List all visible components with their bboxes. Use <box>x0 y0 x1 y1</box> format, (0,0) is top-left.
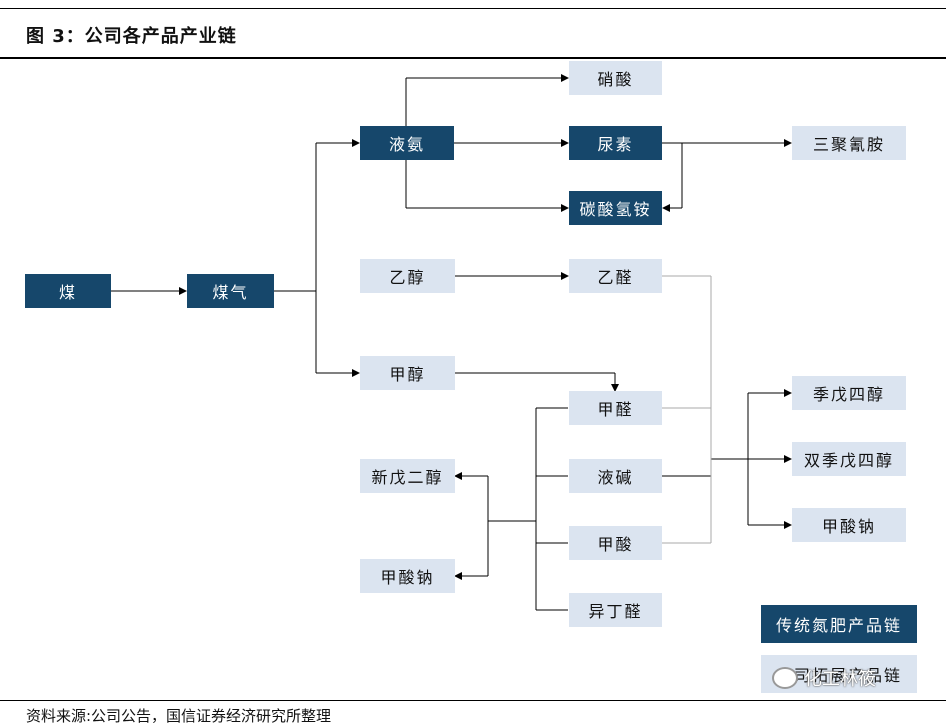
node-urea: 尿素 <box>569 126 662 160</box>
watermark-text: 化工林筱 <box>804 669 876 690</box>
node-nitric-acid: 硝酸 <box>569 61 662 95</box>
node-isobutyraldehyde: 异丁醛 <box>569 593 662 627</box>
node-pentaerythritol: 季戊四醇 <box>792 376 906 410</box>
node-coal: 煤 <box>25 274 111 308</box>
node-liquid-ammonia: 液氨 <box>360 126 454 160</box>
watermark: 化工林筱 <box>772 665 876 691</box>
wechat-icon <box>772 667 798 689</box>
node-caustic-soda: 液碱 <box>569 459 662 493</box>
header-rule <box>0 57 946 59</box>
node-neopentyl-glycol: 新戊二醇 <box>360 459 455 493</box>
node-formic-acid: 甲酸 <box>569 526 662 560</box>
bottom-rule <box>0 700 946 701</box>
node-methanol: 甲醇 <box>360 356 455 390</box>
node-acetaldehyde: 乙醛 <box>569 259 662 293</box>
node-sodium-formate-left: 甲酸钠 <box>360 559 455 593</box>
top-rule <box>0 8 946 9</box>
node-ammonium-bicarbonate: 碳酸氢铵 <box>569 191 662 225</box>
source-note: 资料来源:公司公告，国信证券经济研究所整理 <box>26 707 332 725</box>
node-melamine: 三聚氰胺 <box>792 126 906 160</box>
figure-title: 图 3：公司各产品产业链 <box>26 26 237 47</box>
node-dipentaerythritol: 双季戊四醇 <box>792 442 906 476</box>
node-ethanol: 乙醇 <box>360 259 455 293</box>
node-coal-gas: 煤气 <box>187 274 274 308</box>
legend-traditional-chain: 传统氮肥产品链 <box>761 605 917 643</box>
node-formaldehyde: 甲醛 <box>569 391 662 425</box>
node-sodium-formate-right: 甲酸钠 <box>792 508 906 542</box>
